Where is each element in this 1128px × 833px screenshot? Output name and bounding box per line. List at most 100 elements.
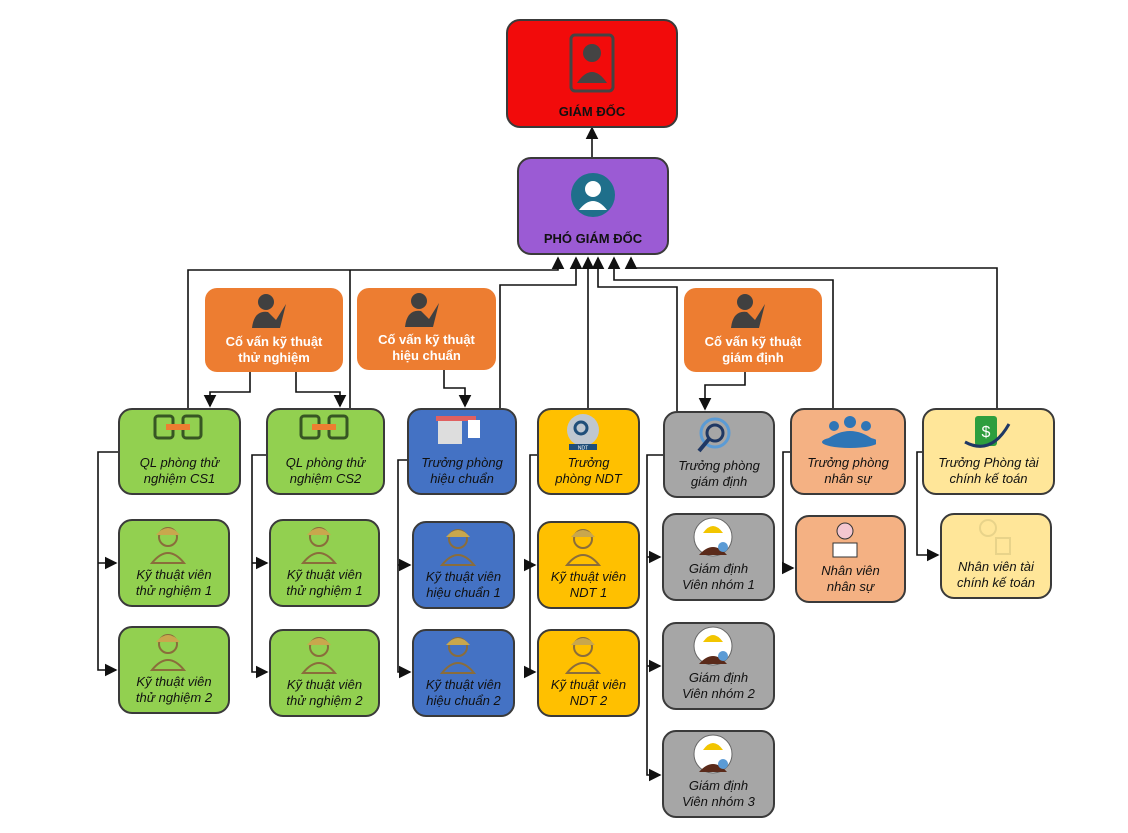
box-label-line1: Nhân viên <box>821 563 880 578</box>
advisor-check-icon <box>731 294 765 328</box>
box-label-line2: hiệu chuẩn 2 <box>426 693 501 708</box>
box-label-line2: hiệu chuẩn <box>430 471 494 486</box>
ndt-icon: NDT <box>566 413 599 451</box>
hr-icon <box>832 522 857 558</box>
box-label-line2: Viên nhóm 1 <box>682 577 755 592</box>
worker-icon <box>439 529 476 566</box>
worker-icon <box>149 634 187 671</box>
box-label-line2: nhân sự <box>826 579 875 594</box>
box-label-line1: Kỹ thuật viên <box>550 569 627 584</box>
box-label-line1: Trưởng <box>567 455 610 470</box>
box-label-line2: nghiệm CS1 <box>143 471 216 486</box>
box-label-line2: NDT 2 <box>569 693 608 708</box>
box-label-line1: Trưởng phòng <box>678 458 760 473</box>
box-label-line1: Giám định <box>688 670 749 685</box>
inspector-icon <box>693 626 732 666</box>
director-box[interactable]: GIÁM ĐỐC <box>506 19 678 128</box>
box-label-line1: Kỹ thuật viên <box>425 569 502 584</box>
director-label: GIÁM ĐỐC <box>558 104 626 119</box>
team-icon <box>822 415 876 448</box>
box-label-line1: Nhân viên tài <box>958 559 1034 574</box>
box-label-line1: QL phòng thử <box>285 455 366 470</box>
box-label-line2: nhân sự <box>824 471 872 486</box>
box-label-line2: chính kế toán <box>956 575 1036 590</box>
link-icon <box>299 414 348 439</box>
worker-icon <box>300 637 337 674</box>
box-label-line2: giám định <box>690 474 748 489</box>
box-label-line2: thử nghiệm <box>238 350 310 365</box>
box-label-line1: Cố vấn kỹ thuật <box>704 334 802 349</box>
box-label-line2: hiệu chuẩn 1 <box>426 585 501 600</box>
box-label-line2: phòng NDT <box>555 471 622 486</box>
box-label-line1: Giám định <box>688 778 749 793</box>
box-label-line2: thử nghiệm 1 <box>135 583 213 598</box>
box-label-line1: Trưởng phòng <box>807 455 889 470</box>
advisor-check-icon <box>404 293 439 327</box>
svg-text:$: $ <box>981 424 990 441</box>
box-label-line1: Cố vấn kỹ thuật <box>225 334 323 349</box>
deputy-label: PHÓ GIÁM ĐỐC <box>543 231 643 246</box>
worker-icon <box>564 637 601 674</box>
box-label-line1: Kỹ thuật viên <box>550 677 627 692</box>
box-label-line2: Viên nhóm 3 <box>682 794 755 809</box>
worker-icon <box>439 637 476 674</box>
caliper-icon <box>436 415 480 444</box>
person-icon <box>571 173 615 217</box>
accountant-icon <box>979 519 1011 555</box>
box-label-line2: chính kế toán <box>949 471 1028 486</box>
box-label-line2: Viên nhóm 2 <box>682 686 755 701</box>
box-label-line1: Trưởng phòng <box>421 455 503 470</box>
box-label-line1: QL phòng thử <box>139 455 220 470</box>
box-label-line2: thử nghiệm 1 <box>286 583 363 598</box>
ndt-badge: NDT <box>577 445 587 451</box>
box-label-line1: Kỹ thuật viên <box>425 677 502 692</box>
worker-icon <box>300 527 337 564</box>
box-label-line1: Cố vấn kỹ thuật <box>378 332 475 347</box>
money-icon: $ <box>963 415 1010 448</box>
box-label-line2: thử nghiệm 2 <box>135 690 213 705</box>
box-label-line1: Kỹ thuật viên <box>136 567 212 582</box>
inspector-icon <box>693 517 732 557</box>
advisor-check-icon <box>252 294 286 328</box>
box-label-line1: Kỹ thuật viên <box>286 677 363 692</box>
box-label-line2: nghiệm CS2 <box>289 471 362 486</box>
worker-icon <box>564 529 601 566</box>
link-icon <box>153 414 202 439</box>
box-label-line2: NDT 1 <box>569 585 608 600</box>
box-label-line2: giám định <box>722 350 784 365</box>
box-label-line2: thử nghiệm 2 <box>286 693 363 708</box>
box-label-line2: hiệu chuẩn <box>392 348 461 363</box>
box-label-line1: Giám định <box>688 561 749 576</box>
box-label-line1: Kỹ thuật viên <box>136 674 212 689</box>
worker-icon <box>149 527 187 564</box>
box-label-line1: Trưởng Phòng tài <box>938 455 1039 470</box>
search-icon <box>697 417 731 452</box>
deputy-box[interactable]: PHÓ GIÁM ĐỐC <box>517 157 669 255</box>
director-icon <box>569 33 615 92</box>
